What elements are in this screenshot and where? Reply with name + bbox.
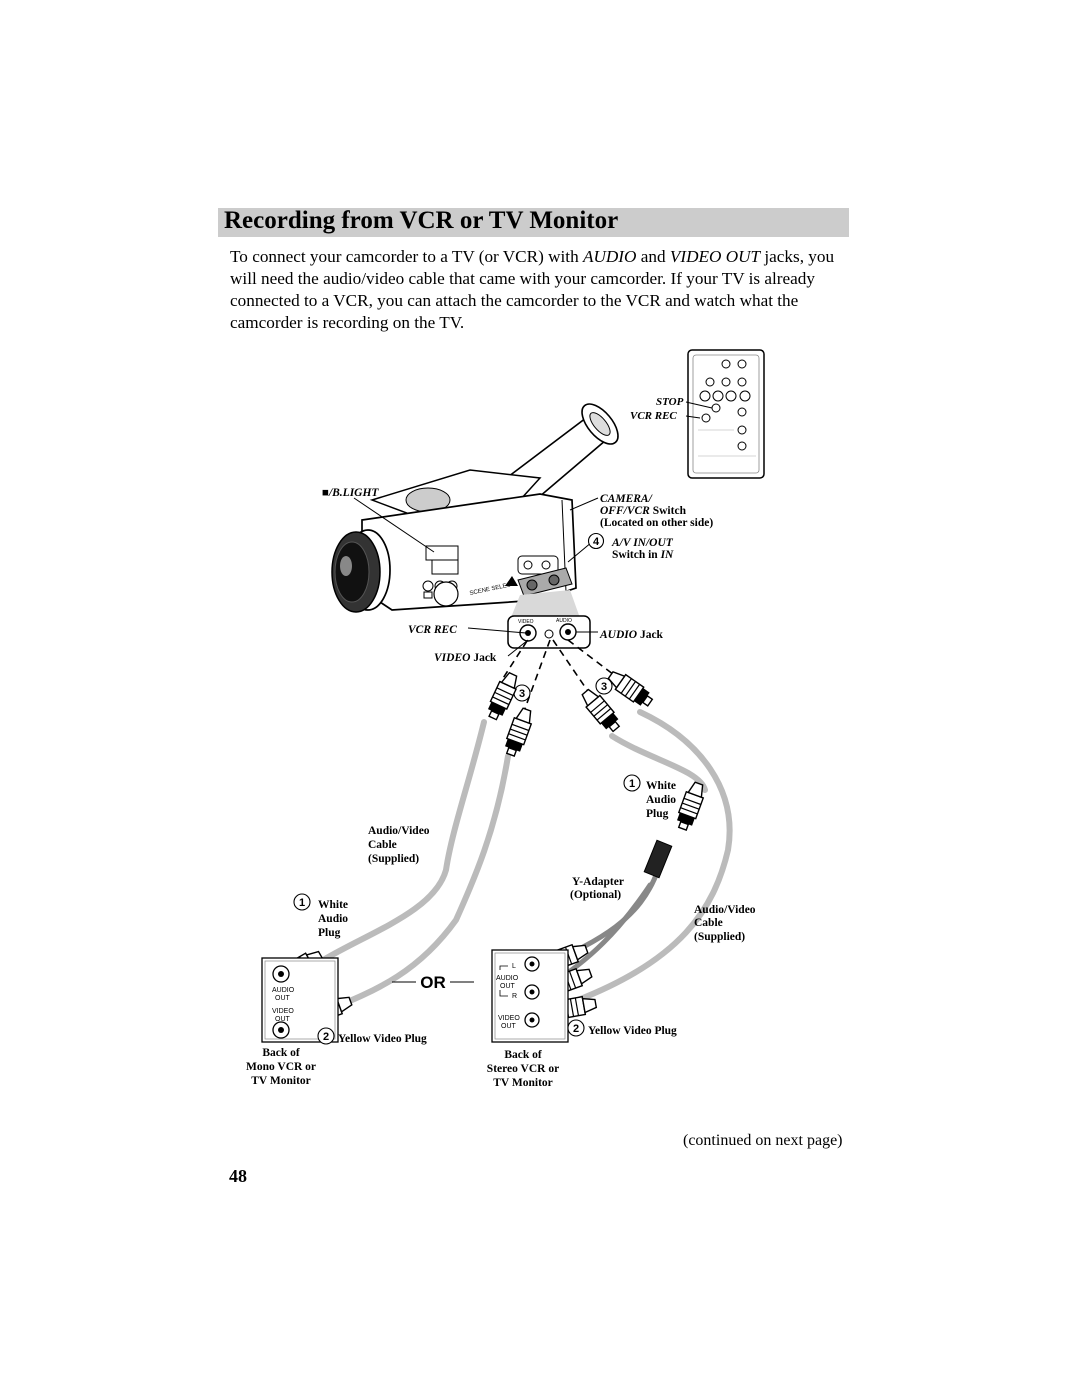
y-adapter-body: [643, 839, 673, 879]
remote-vcr-rec-label: VCR REC: [630, 410, 677, 422]
intro-video-out-term: VIDEO OUT: [669, 247, 761, 266]
mono-vcr-or: Mono VCR or: [246, 1061, 316, 1073]
audio-jack-italic: AUDIO: [599, 629, 637, 641]
audio-jack-word: Jack: [637, 629, 663, 641]
white-label-right: White: [646, 780, 676, 792]
zoom-cone: [510, 590, 580, 620]
continued-note: (continued on next page): [683, 1132, 843, 1149]
av-in-out-label: A/V IN/OUT: [611, 537, 674, 549]
stereo-out-text: OUT: [500, 983, 516, 990]
intro-text-3: jacks, you will need the audio/video cab…: [230, 247, 835, 332]
step-3-circle-right: [595, 677, 613, 695]
white-label-left: White: [318, 899, 348, 911]
mono-video-out-text: OUT: [275, 1016, 291, 1023]
camera-leaders: [353, 497, 599, 657]
video-jack-word: Jack: [470, 652, 496, 664]
plug-label-right: Plug: [646, 808, 669, 820]
mono-back-panel: [261, 957, 339, 1043]
remote-control: [687, 349, 765, 479]
or-separator: OR: [420, 973, 446, 992]
audio-label-left: Audio: [318, 913, 348, 925]
page-number: 48: [229, 1166, 247, 1186]
plug-label-left: Plug: [318, 927, 341, 939]
stereo-l-text: L: [512, 963, 516, 970]
cable-label-left: Cable: [368, 839, 397, 851]
stereo-r-text: R: [512, 993, 517, 1000]
step-2-circle-right: [567, 1019, 585, 1037]
step-3-number-right: 3: [601, 681, 607, 693]
y-adapter-white-plug: [673, 779, 709, 833]
stereo-video-text: VIDEO: [498, 1015, 520, 1022]
step-1-circle-right: [623, 774, 641, 792]
mono-audio-text: AUDIO: [272, 987, 295, 994]
cam-audio-jack-text: AUDIO: [556, 618, 572, 624]
intro-audio-term: AUDIO: [582, 247, 637, 266]
cable-left: [292, 719, 511, 1015]
off-vcr-switch-label: OFF/VCR Switch: [600, 505, 687, 517]
step-1-number-right: 1: [629, 778, 635, 790]
camera-switch-label: CAMERA/: [600, 493, 654, 505]
stereo-tv-monitor: TV Monitor: [493, 1077, 553, 1089]
cam-video-jack-text: VIDEO: [518, 619, 534, 625]
audio-label-right: Audio: [646, 794, 676, 806]
cable-label-right: Cable: [694, 917, 723, 929]
video-jack-label: VIDEO Jack: [434, 652, 497, 664]
step-4-circle: [587, 532, 605, 550]
av-cable-label-right: Audio/Video: [694, 904, 756, 916]
camcorder: SCENE SELECT: [331, 403, 619, 613]
supplied-label-right: (Supplied): [694, 931, 745, 943]
switch-in-text: Switch in: [612, 549, 661, 561]
camera-vcr-rec-label: VCR REC: [408, 624, 457, 636]
intro-text-2: and: [636, 247, 670, 266]
step-2-number-left: 2: [323, 1031, 329, 1043]
stereo-audio-text: AUDIO: [496, 975, 519, 982]
stereo-back-panel: [491, 949, 569, 1043]
audio-plug-camera-end-2: [604, 667, 656, 711]
step-1-circle-left: [293, 893, 311, 911]
stereo-back-of: Back of: [504, 1049, 542, 1061]
mono-video-text: VIDEO: [272, 1008, 294, 1015]
off-vcr-text: OFF/VCR: [600, 505, 650, 517]
mono-out-text: OUT: [275, 995, 291, 1002]
yellow-video-plug-right: Yellow Video Plug: [588, 1025, 677, 1037]
page-title: Recording from VCR or TV Monitor: [224, 207, 619, 234]
located-label: (Located on other side): [600, 517, 713, 529]
step-1-number-left: 1: [299, 897, 305, 909]
stereo-vcr-or: Stereo VCR or: [487, 1063, 559, 1075]
step-4-number: 4: [593, 536, 600, 548]
intro-paragraph: To connect your camcorder to a TV (or VC…: [230, 246, 860, 334]
remote-leaders: [685, 401, 713, 419]
step-2-number-right: 2: [573, 1023, 579, 1035]
switch-text: Switch: [650, 505, 687, 517]
b-light-label: ■/B.LIGHT: [322, 487, 379, 499]
step-3-number-left: 3: [519, 688, 525, 700]
stereo-video-out-text: OUT: [501, 1023, 517, 1030]
switch-in-label: Switch in IN: [612, 549, 674, 561]
audio-jack-label: AUDIO Jack: [599, 629, 664, 641]
step-2-circle-left: [317, 1027, 335, 1045]
yellow-video-plug-left: Yellow Video Plug: [338, 1033, 427, 1045]
supplied-label-left: (Supplied): [368, 853, 419, 865]
video-plug-camera-end-2: [501, 705, 537, 759]
title-background: [218, 208, 849, 237]
av-cable-label-left: Audio/Video: [368, 825, 430, 837]
stop-label: STOP: [656, 396, 684, 408]
intro-text-1: To connect your camcorder to a TV (or VC…: [230, 247, 583, 266]
y-adapter-label: Y-Adapter: [572, 876, 624, 888]
video-jack-italic: VIDEO: [434, 652, 470, 664]
in-text: IN: [660, 549, 674, 561]
optional-label: (Optional): [570, 889, 621, 901]
mono-tv-monitor: TV Monitor: [251, 1075, 311, 1087]
mono-back-of: Back of: [262, 1047, 300, 1059]
